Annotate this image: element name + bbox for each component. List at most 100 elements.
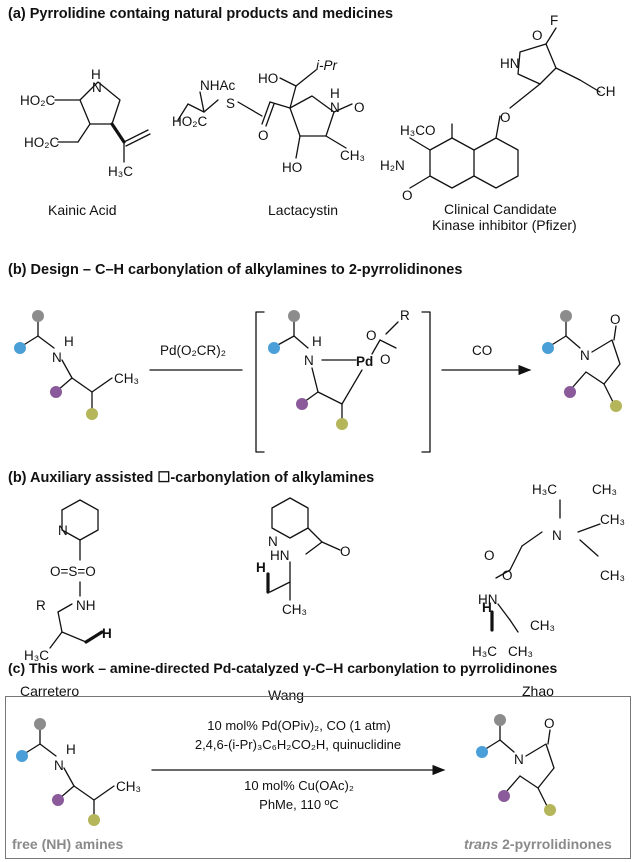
atom-label: H	[91, 67, 101, 82]
atom-label: N	[92, 80, 102, 95]
condition-line-2: 2,4,6-(i-Pr)₃C₆H₂CO₂H, quinuclidine	[194, 737, 402, 752]
condition-line-3: 10 mol% Cu(OAc)₂	[244, 778, 354, 793]
atom-label: CH₃	[116, 779, 141, 794]
atom-label: O	[340, 544, 351, 559]
structure-wang-auxiliary: N HN O H CH₃	[256, 497, 351, 617]
structure-kainic-acid: H N HO₂C HO₂C H₃C	[20, 67, 151, 179]
atom-label: N	[304, 353, 314, 368]
label-pyrrolidinones: 2-pyrrolidinones	[498, 836, 612, 852]
atom-label: O	[354, 100, 365, 115]
structure-lactacystin: NHAc HO₂C S O HO i-Pr H N O HO CH₃	[172, 58, 365, 175]
substituent-blue-dot	[268, 342, 280, 354]
substituent-grey-dot	[560, 310, 572, 322]
substituent-blue-dot	[16, 750, 28, 762]
atom-label: H	[256, 560, 266, 575]
atom-label: H₃C	[24, 648, 49, 663]
atom-label: HN	[478, 592, 498, 607]
condition-line-4: PhMe, 110 ºC	[259, 797, 339, 812]
substituent-olive-dot	[544, 804, 556, 816]
atom-label: R	[400, 308, 410, 323]
atom-label: H	[312, 334, 322, 349]
atom-label: O	[258, 128, 269, 143]
atom-label: CH₃	[530, 618, 555, 633]
header-section-b-design: (b) Design – C–H carbonylation of alkyla…	[8, 262, 463, 278]
substituent-purple-dot	[50, 386, 62, 398]
atom-label: N	[580, 348, 590, 363]
atom-label: H₃C	[108, 164, 133, 179]
substituent-olive-dot	[88, 814, 100, 826]
atom-label: HO₂C	[20, 93, 55, 108]
header-section-a: (a) Pyrrolidine containg natural product…	[8, 6, 394, 22]
label-trans: trans	[464, 836, 499, 852]
atom-label: N	[52, 350, 62, 365]
atom-label: NH	[76, 598, 96, 613]
atom-label: CH₃	[114, 371, 139, 386]
atom-label: H	[482, 600, 492, 615]
caption-lactacystin: Lactacystin	[268, 202, 338, 218]
label-free-amines: free (NH) amines	[12, 836, 124, 852]
caption-carretero: Carretero	[20, 683, 79, 699]
atom-label: O	[402, 188, 413, 203]
atom-label: N	[54, 758, 64, 773]
substituent-grey-dot	[32, 310, 44, 322]
substituent-blue-dot	[476, 746, 488, 758]
substituent-olive-dot	[86, 408, 98, 420]
atom-label: O	[610, 312, 621, 327]
reagent-pd: Pd(O₂CR)₂	[160, 343, 226, 358]
atom-label: H₃C	[472, 644, 497, 659]
atom-label: O=S=O	[50, 564, 96, 579]
atom-label: HO	[282, 160, 302, 175]
substituent-olive-dot	[610, 400, 622, 412]
atom-label: O	[532, 28, 543, 43]
atom-label: CH₃	[340, 148, 365, 163]
atom-label: CH₃	[592, 482, 617, 497]
atom-label: N	[552, 528, 562, 543]
atom-label: F	[550, 13, 558, 28]
atom-label: CH₃	[600, 512, 625, 527]
atom-label: HO	[258, 71, 278, 86]
reagent-co: CO	[472, 343, 492, 358]
caption-clinical-candidate-2: Kinase inhibitor (Pfizer)	[432, 217, 577, 233]
caption-zhao: Zhao	[522, 683, 554, 699]
atom-label: i-Pr	[316, 58, 337, 73]
substituent-olive-dot	[336, 418, 348, 430]
label-trans-pyrrolidinones: trans 2-pyrrolidinones	[464, 836, 612, 852]
structure-product-pyrrolidinone: N O	[542, 310, 622, 412]
atom-label: N	[268, 534, 278, 549]
atom-label: O	[380, 352, 391, 367]
atom-label: O	[484, 548, 495, 563]
atom-label: H₂N	[380, 158, 405, 173]
caption-clinical-candidate-1: Clinical Candidate	[444, 201, 557, 217]
atom-label: O	[502, 568, 513, 583]
structure-clinical-candidate: O F HN CH O H₃CO H₂N O	[380, 13, 616, 203]
atom-label: CH₃	[600, 568, 625, 583]
structure-carretero-auxiliary: N O=S=O R NH H₃C H	[24, 499, 112, 663]
condition-line-1: 10 mol% Pd(OPiv)₂, CO (1 atm)	[207, 718, 391, 733]
substituent-grey-dot	[34, 718, 46, 730]
substituent-blue-dot	[542, 342, 554, 354]
atom-label: NHAc	[200, 78, 236, 93]
substituent-grey-dot	[288, 310, 300, 322]
atom-label: O	[544, 716, 555, 731]
substituent-purple-dot	[296, 398, 308, 410]
substituent-blue-dot	[14, 342, 26, 354]
reaction-conditions-box	[5, 696, 631, 859]
atom-label: R	[36, 598, 46, 613]
atom-label: N	[58, 523, 68, 538]
atom-label: N	[514, 752, 524, 767]
structure-zhao-auxiliary: H₃C CH₃ O N CH₃ O HN CH₃ H CH₃ H₃C CH₃	[472, 482, 625, 659]
atom-label: CH	[596, 84, 616, 99]
header-section-b-auxiliary: (b) Auxiliary assisted ☐-carbonylation o…	[8, 470, 375, 486]
caption-kainic-acid: Kainic Acid	[48, 202, 116, 218]
atom-label: HO₂C	[24, 135, 59, 150]
substituent-purple-dot	[564, 386, 576, 398]
substituent-grey-dot	[494, 714, 506, 726]
atom-label: CH₃	[282, 602, 307, 617]
atom-label: Pd	[356, 354, 373, 369]
atom-label: HO₂C	[172, 114, 207, 129]
atom-label: H	[330, 86, 340, 101]
atom-label: H	[64, 334, 74, 349]
caption-wang: Wang	[268, 687, 304, 703]
atom-label: H₃CO	[400, 123, 436, 138]
